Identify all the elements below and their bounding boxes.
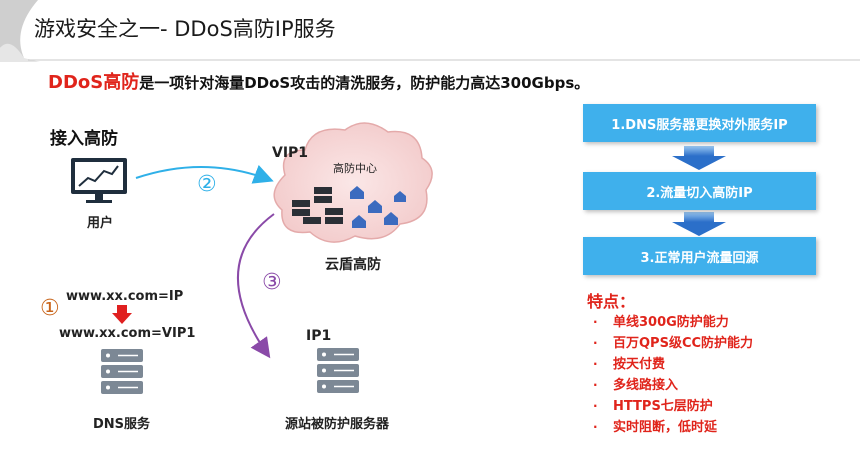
arrow-user-to-cloud xyxy=(135,164,274,184)
feature-item: ·按天付费 xyxy=(593,357,666,372)
user-label: 用户 xyxy=(87,216,114,231)
intro-text: DDoS高防是一项针对海量DDoS攻击的清洗服务，防护能力高达300Gbps。 xyxy=(48,68,589,94)
cloud-name-label: 云盾高防 xyxy=(325,257,381,273)
step-box-1: 1.DNS服务器更换对外服务IP xyxy=(583,104,816,142)
dns-change-arrow xyxy=(112,305,132,324)
feature-item: ·HTTPS七层防护 xyxy=(593,399,713,414)
vip-label: VIP1 xyxy=(272,145,309,161)
origin-server-icon xyxy=(317,348,359,393)
step2-marker: ② xyxy=(197,172,217,197)
feature-item: ·百万QPS级CC防护能力 xyxy=(593,336,754,351)
feature-item: ·单线300G防护能力 xyxy=(593,315,729,330)
feature-item: ·多线路接入 xyxy=(593,378,679,393)
step-down-arrow xyxy=(672,146,726,170)
step-box-3: 3.正常用户流量回源 xyxy=(583,237,816,275)
access-label: 接入高防 xyxy=(50,129,118,149)
cloud-icon xyxy=(273,122,433,243)
ip-label: IP1 xyxy=(306,328,332,344)
page-title: 游戏安全之一- DDoS高防IP服务 xyxy=(34,17,336,41)
step-down-arrow xyxy=(672,212,726,236)
origin-server-label: 源站被防护服务器 xyxy=(285,417,390,432)
arrow-cloud-to-origin xyxy=(237,213,275,359)
step1-marker: ① xyxy=(40,296,60,321)
features-title: 特点： xyxy=(587,292,636,311)
dns-before-label: www.xx.com=IP xyxy=(66,289,184,304)
monitor-icon xyxy=(71,158,127,203)
step3-marker: ③ xyxy=(262,270,282,295)
dns-server-icon xyxy=(101,349,143,394)
feature-item: ·实时阻断，低时延 xyxy=(593,420,718,435)
center-label: 高防中心 xyxy=(333,162,377,175)
intro-brand: DDoS高防 xyxy=(48,72,140,93)
dns-service-label: DNS服务 xyxy=(93,417,151,432)
dns-after-label: www.xx.com=VIP1 xyxy=(59,326,196,341)
intro-description: 是一项针对海量DDoS攻击的清洗服务，防护能力高达300Gbps。 xyxy=(139,74,590,92)
step-box-2: 2.流量切入高防IP xyxy=(583,172,816,210)
